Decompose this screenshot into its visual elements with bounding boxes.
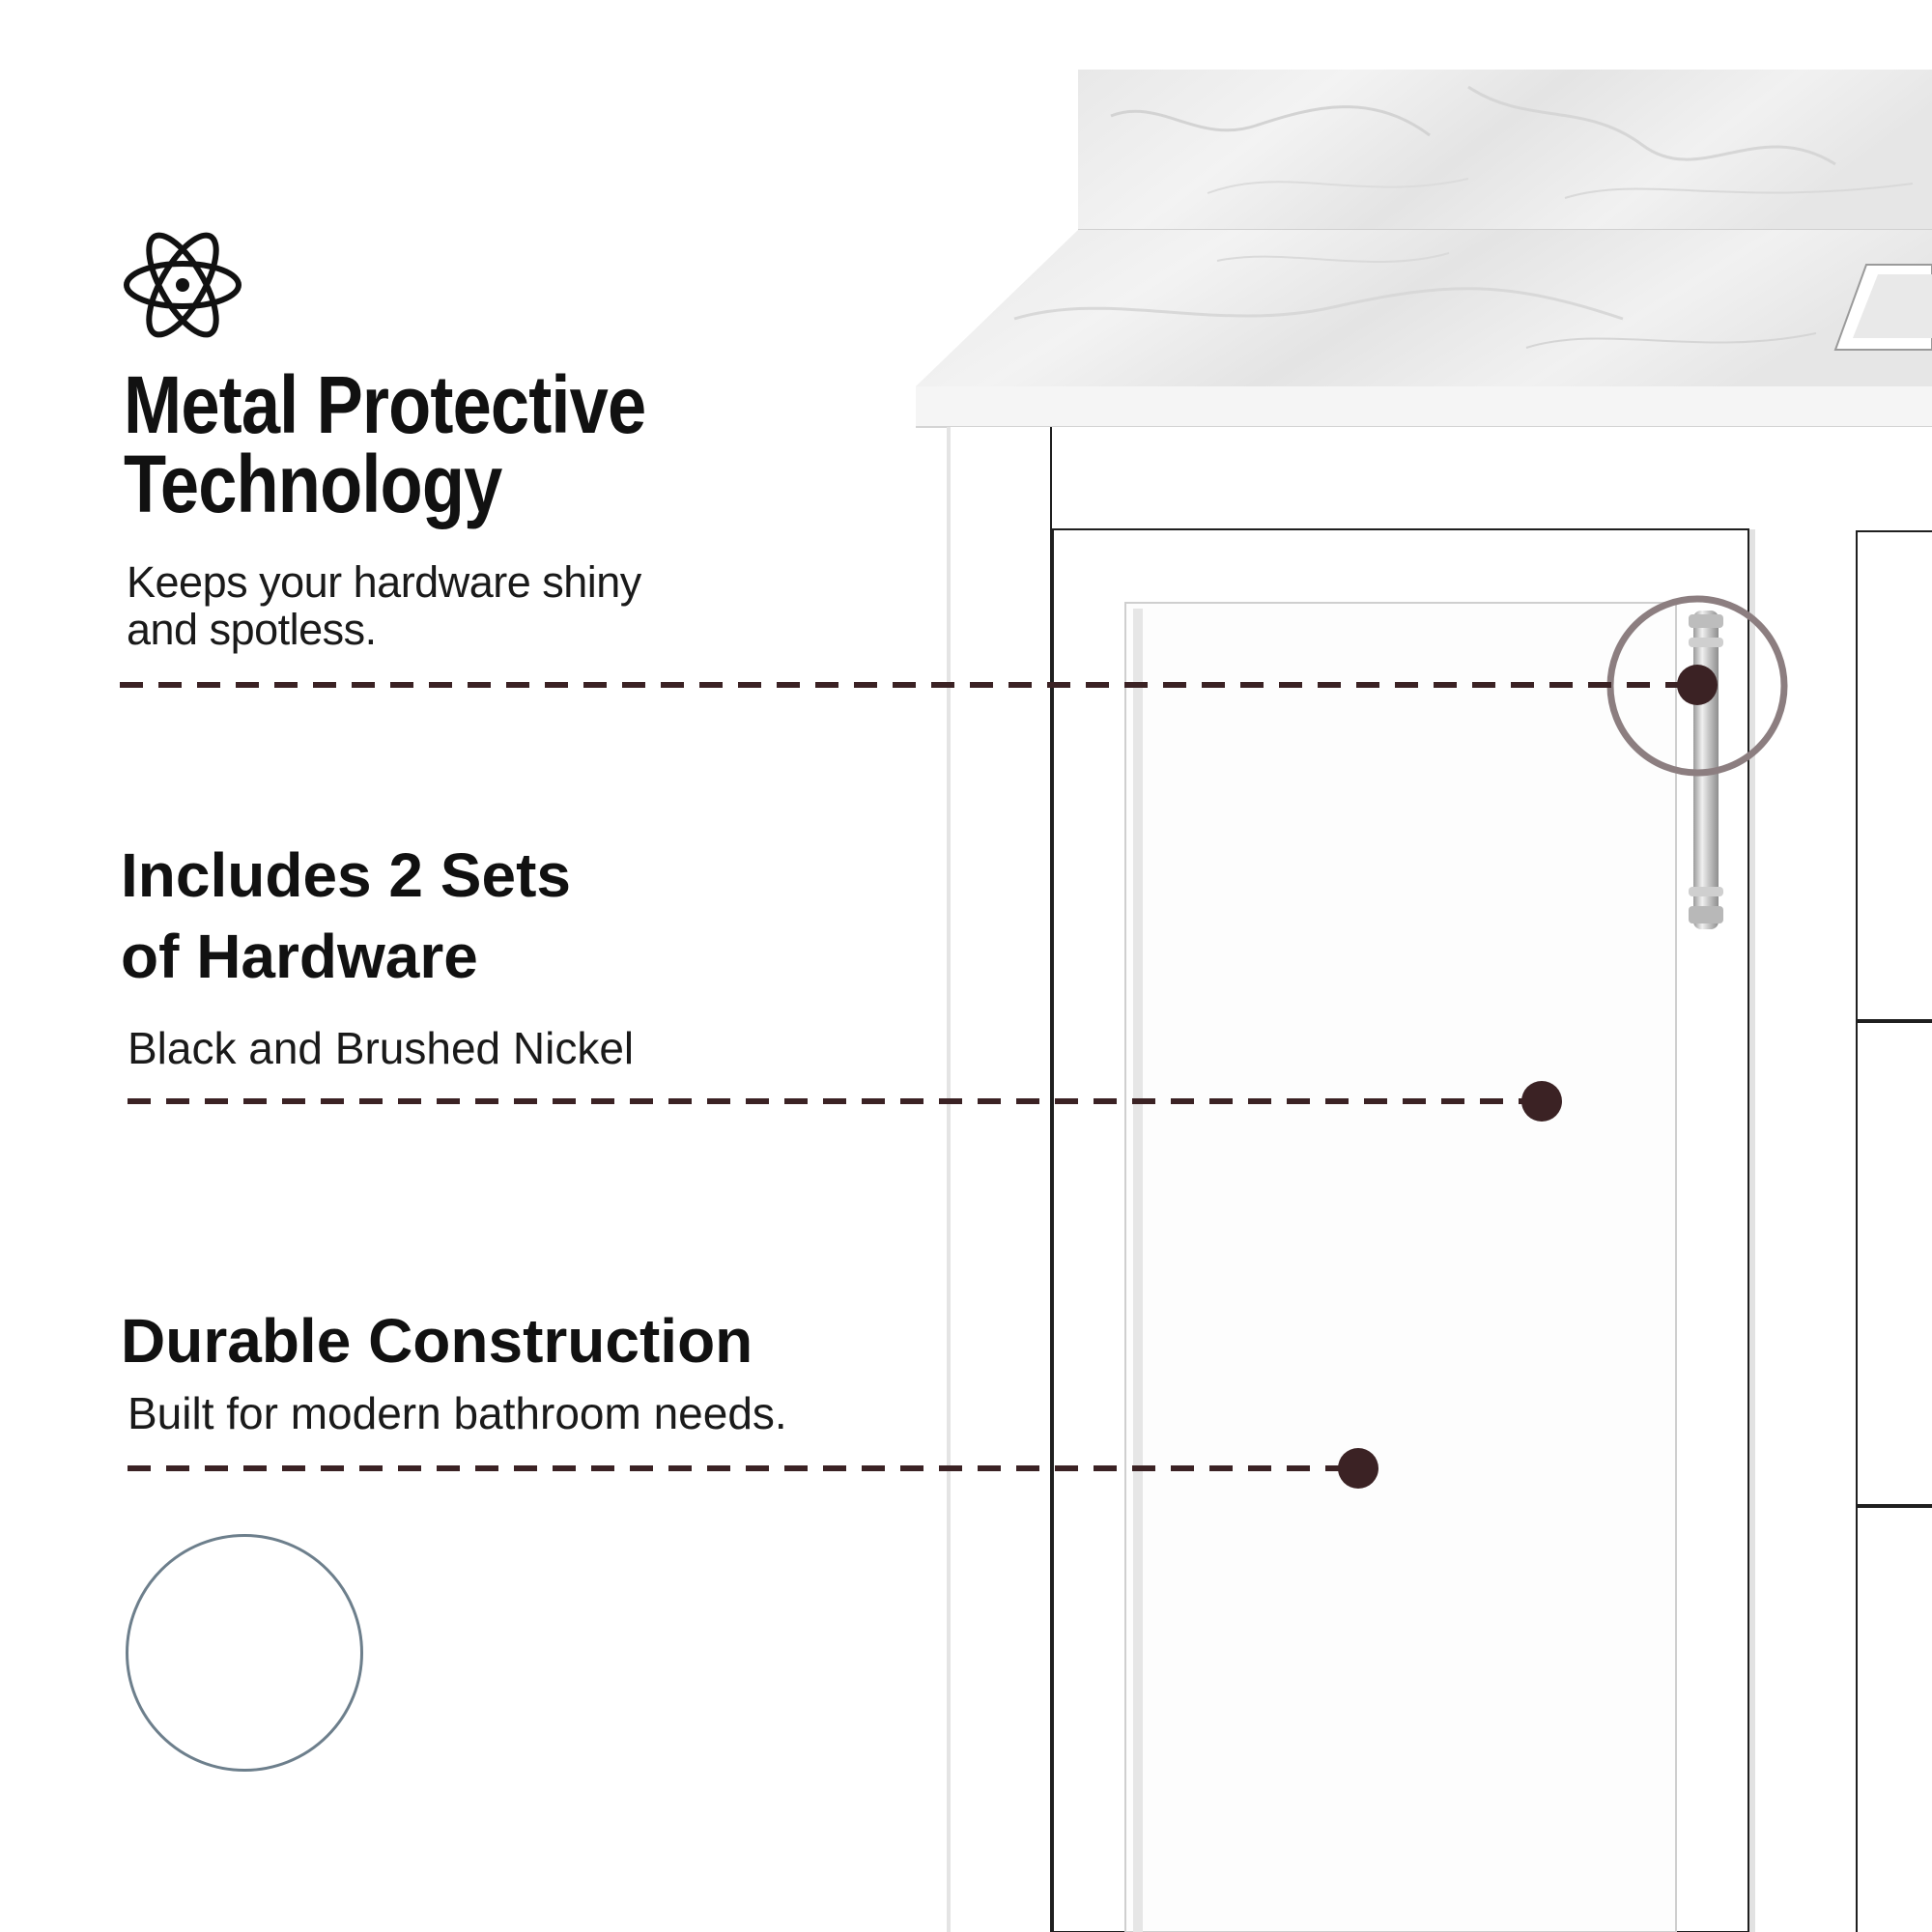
feature-title-durable-construction: Durable Construction: [121, 1306, 753, 1376]
drawer-stack: [1749, 529, 1932, 1932]
sink-basin: [1833, 264, 1932, 351]
feature-title-line: of Hardware: [121, 922, 478, 991]
white-finish-swatch: [126, 1534, 363, 1772]
feature-description-hardware-sets: Black and Brushed Nickel: [128, 1023, 635, 1073]
feature-description-line: and spotless.: [127, 605, 377, 654]
feature-description-line: Keeps your hardware shiny: [127, 557, 641, 607]
feature-title-hardware-sets: Includes 2 Sets of Hardware: [121, 835, 739, 997]
atom-icon: [124, 232, 242, 338]
callout-dot-3: [1338, 1448, 1378, 1489]
marble-countertop: [916, 230, 1932, 428]
feature-description-metal-protective: Keeps your hardware shiny and spotless.: [127, 558, 754, 653]
feature-title-metal-protective: Metal Protective Technology: [124, 364, 788, 525]
cabinet-door: [1052, 528, 1749, 1932]
callout-dot-2: [1521, 1081, 1562, 1122]
feature-title-line: Metal Protective: [124, 359, 646, 450]
feature-description-durable-construction: Built for modern bathroom needs.: [128, 1388, 787, 1438]
marble-backsplash: [1078, 70, 1932, 230]
callout-dot-1: [1677, 665, 1718, 705]
feature-title-line: Includes 2 Sets: [121, 840, 571, 910]
feature-title-line: Technology: [124, 439, 502, 529]
